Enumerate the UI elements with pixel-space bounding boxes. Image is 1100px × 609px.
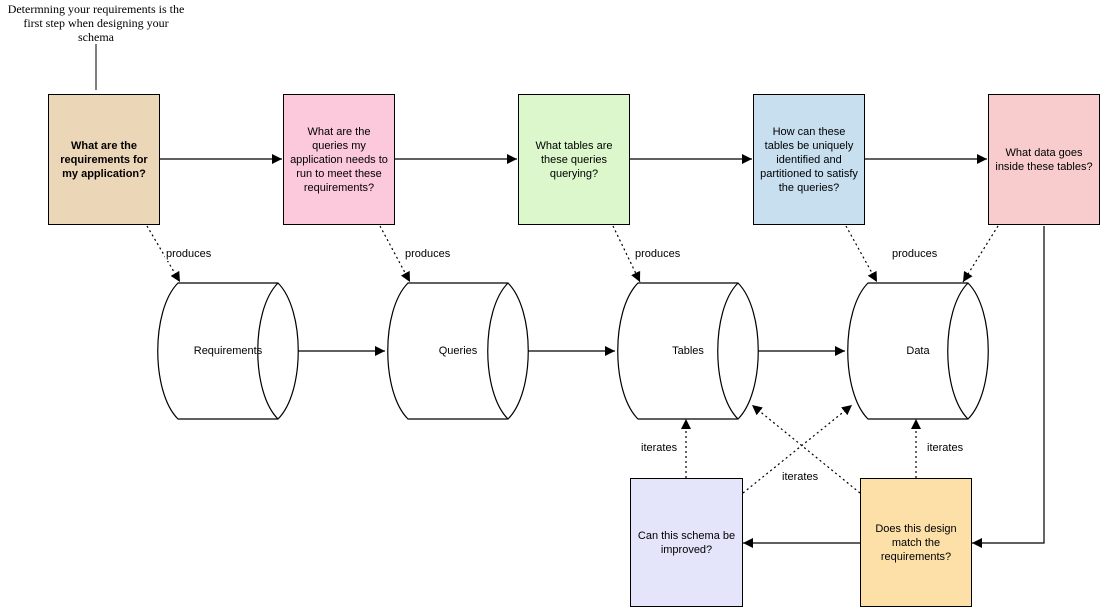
iterates-label: iterates — [926, 442, 965, 455]
store-tables-inner-arc — [717, 282, 739, 420]
edge-produces-queries — [379, 225, 411, 283]
produces-label: produces — [891, 248, 939, 261]
produces-label: produces — [165, 248, 213, 261]
edge-iterates-improve-data — [742, 404, 853, 494]
store-queries-inner-arc — [487, 282, 509, 420]
step-data-box[interactable]: What data goes inside these tables? — [988, 94, 1100, 225]
edge-produces-tables — [612, 225, 641, 283]
step-queries-box[interactable]: What are the queries my application need… — [283, 94, 395, 225]
annotation-note: Determning your requirements is the firs… — [7, 2, 185, 44]
step-match-box[interactable]: Does this design match the requirements? — [860, 478, 972, 607]
edge-iterates-match-tables — [751, 404, 861, 494]
step-improve-box[interactable]: Can this schema be improved? — [630, 478, 743, 607]
store-requirements-inner-arc — [257, 282, 279, 420]
iterates-label: iterates — [640, 442, 679, 455]
edge-produces-data — [962, 225, 999, 283]
store-requirements-label[interactable]: Requirements — [193, 345, 263, 357]
edge-produces-requirements — [146, 225, 181, 283]
store-data-label[interactable]: Data — [906, 345, 930, 357]
step-requirements-box[interactable]: What are the requirements for my applica… — [48, 94, 160, 225]
produces-label: produces — [404, 248, 452, 261]
produces-label: produces — [634, 248, 682, 261]
store-queries-label[interactable]: Queries — [438, 345, 478, 357]
store-data-inner-arc — [947, 282, 969, 420]
edge-produces-keys — [845, 225, 878, 283]
step-keys-box[interactable]: How can these tables be uniquely identif… — [753, 94, 865, 225]
edge-data-to-match — [972, 226, 1045, 548]
step-tables-box[interactable]: What tables are these queries querying? — [518, 94, 630, 225]
store-tables-label[interactable]: Tables — [672, 345, 704, 357]
iterates-label: iterates — [781, 471, 820, 484]
